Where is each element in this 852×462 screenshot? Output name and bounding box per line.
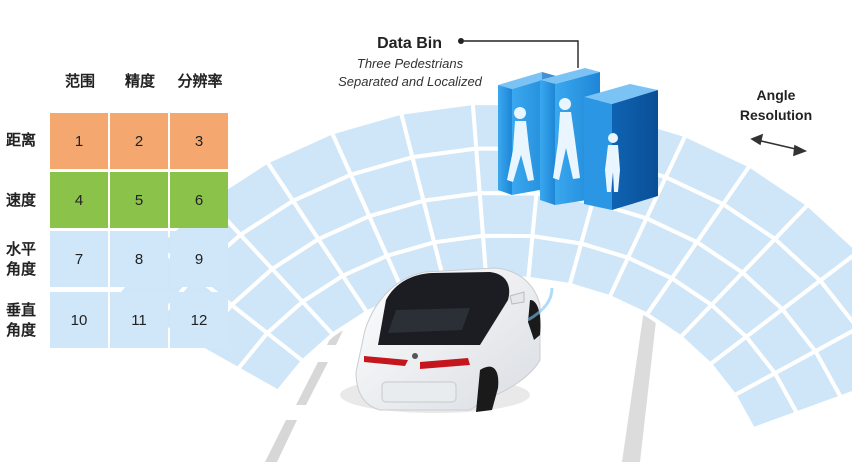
matrix-cell: 3 (170, 113, 228, 169)
matrix-cell: 5 (110, 172, 168, 228)
row-header-line: 水平 (6, 240, 37, 258)
radar-grid-cell (772, 201, 852, 284)
matrix-cell: 7 (50, 231, 108, 287)
matrix-cell: 2 (110, 113, 168, 169)
row-header-vertical-angle: 垂直 角度 (6, 300, 46, 340)
pedestrian-icons (507, 98, 620, 192)
matrix-cell: 1 (50, 113, 108, 169)
parameter-matrix: 范围 精度 分辨率 距离 速度 水平 角度 垂直 角度 1 2 3 4 5 6 … (0, 0, 240, 360)
angle-arrow (750, 133, 808, 157)
row-header-distance: 距离 (6, 131, 37, 149)
row-header-line: 角度 (6, 321, 37, 339)
radar-grid-cell (779, 277, 852, 354)
row-header-velocity: 速度 (6, 191, 37, 209)
row-header-line: 垂直 (6, 301, 37, 319)
radar-grid-cell (812, 329, 852, 400)
data-bin-subtitle-2: Separated and Localized (338, 74, 483, 89)
matrix-cell: 4 (50, 172, 108, 228)
data-bin-connector (458, 38, 579, 68)
row-header-line: 角度 (6, 260, 37, 278)
matrix-cell: 9 (170, 231, 228, 287)
angle-label-1: Angle (757, 87, 796, 103)
matrix-cell: 11 (110, 292, 168, 348)
data-bin-title: Data Bin (377, 35, 442, 52)
matrix-cell: 6 (170, 172, 228, 228)
radar-grid-cell (477, 191, 539, 239)
car (340, 267, 554, 413)
column-header-range: 范围 (64, 72, 95, 90)
data-bin-subtitle-1: Three Pedestrians (357, 56, 464, 71)
column-header-accuracy: 精度 (124, 72, 155, 90)
data-bins (498, 68, 658, 210)
radar-grid-cell (817, 254, 852, 325)
matrix-cell: 10 (50, 292, 108, 348)
angle-label-2: Resolution (740, 107, 812, 123)
radar-grid-cell (398, 100, 479, 160)
matrix-cell: 12 (170, 292, 228, 348)
row-header-horizontal-angle: 水平 角度 (6, 239, 46, 279)
column-header-resolution: 分辨率 (177, 72, 223, 90)
matrix-cell: 8 (110, 231, 168, 287)
